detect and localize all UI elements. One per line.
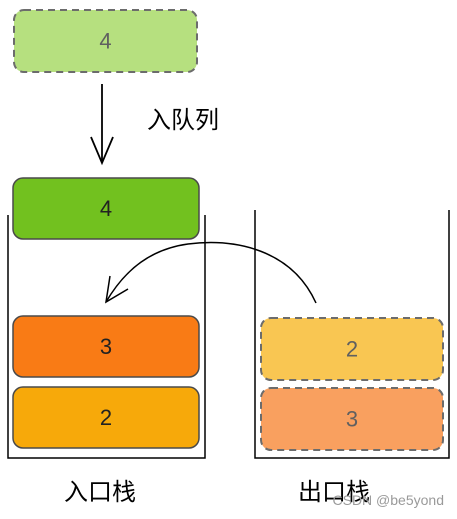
input-block-3-rect: [12, 315, 200, 378]
input-stack-container: [7, 215, 206, 459]
incoming-block: 4: [13, 9, 198, 73]
input-block-4-rect: [12, 177, 200, 240]
enqueue-label: 入队列: [147, 106, 219, 134]
incoming-block-rect: [13, 9, 198, 73]
input-block-3-label: 3: [100, 334, 112, 359]
enqueue-arrow: [90, 84, 114, 166]
output-stack-block-upper: 2: [260, 317, 444, 381]
input-block-2-rect: [12, 386, 200, 449]
output-block-3-rect: [260, 387, 444, 451]
output-stack-title: 出口栈: [298, 478, 370, 506]
output-stack-block-lower: 3: [260, 387, 444, 451]
input-block-4-label: 4: [100, 196, 112, 221]
input-block-2-label: 2: [100, 405, 112, 430]
transfer-arrow: [105, 241, 317, 304]
input-stack-title: 入口栈: [64, 478, 136, 506]
input-stack-block-bottom: 2: [12, 386, 200, 449]
incoming-block-label: 4: [99, 29, 111, 54]
output-block-3-label: 3: [346, 407, 358, 432]
output-block-2-rect: [260, 317, 444, 381]
input-stack-block-top: 4: [12, 177, 200, 240]
output-block-2-label: 2: [346, 337, 358, 362]
output-stack-container: [254, 210, 450, 459]
input-stack-block-middle: 3: [12, 315, 200, 378]
watermark: CSDN @be5yond: [333, 492, 445, 508]
